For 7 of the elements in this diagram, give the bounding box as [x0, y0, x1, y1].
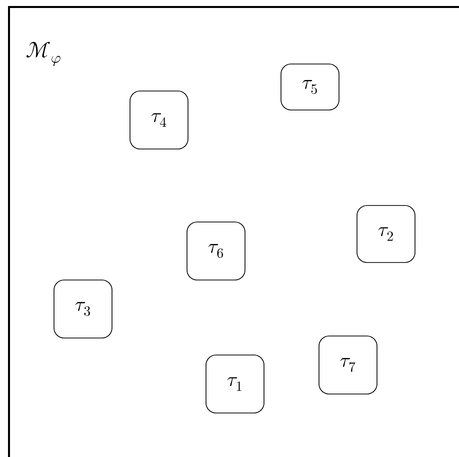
task-box: $\tau_{3}$: [54, 280, 112, 338]
task-box: $\tau_{4}$: [130, 90, 188, 150]
task-box: $\tau_{6}$: [186, 222, 246, 280]
task-box: $\tau_{7}$: [318, 336, 378, 394]
task-box: $\tau_{2}$: [356, 205, 416, 263]
task-box: $\tau_{1}$: [206, 354, 264, 414]
task-box: $\tau_{5}$: [280, 64, 340, 110]
